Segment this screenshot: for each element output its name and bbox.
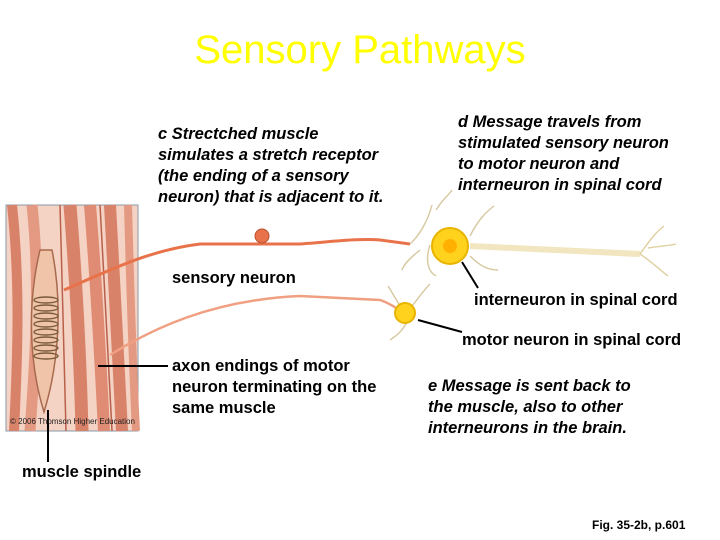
page-title: Sensory Pathways <box>194 28 526 72</box>
caption-c: c Strectched muscle simulates a stretch … <box>158 124 384 208</box>
sensory-neuron-cell-body <box>254 228 270 244</box>
leader-lines <box>47 261 479 462</box>
caption-c-line: c Strectched muscle <box>158 125 319 143</box>
caption-d-line: d Message travels from <box>458 113 642 131</box>
caption-d-line: interneuron in spinal cord <box>458 176 662 194</box>
label-axon-endings-line: axon endings of motor <box>172 357 350 375</box>
label-motor-neuron: motor neuron in spinal cord <box>462 331 682 349</box>
caption-d: d Message travels from stimulated sensor… <box>458 112 669 196</box>
caption-e-line: e Message is sent back to <box>428 377 631 395</box>
figure-reference: Fig. 35-2b, p.601 <box>592 518 686 532</box>
muscle-fibers <box>7 204 140 432</box>
caption-c-line: (the ending of a sensory <box>158 167 349 185</box>
label-muscle-spindle: muscle spindle <box>22 463 142 481</box>
caption-e: e Message is sent back to the muscle, al… <box>428 376 631 439</box>
muscle-spindle-shape <box>30 249 59 415</box>
interneuron-fiber <box>469 243 641 257</box>
motor-neuron-cell-body <box>394 302 416 324</box>
caption-e-line: interneurons in the brain. <box>428 419 627 437</box>
caption-c-line: neuron) that is adjacent to it. <box>158 188 384 206</box>
copyright-credit: © 2006 Thomson Higher Education <box>10 417 135 426</box>
interneuron-nucleus <box>443 239 457 253</box>
label-interneuron: interneuron in spinal cord <box>474 291 678 309</box>
interneuron-terminals <box>639 225 677 277</box>
caption-d-line: to motor neuron and <box>458 155 620 173</box>
sensory-neuron-axon <box>63 237 411 292</box>
caption-c-line: simulates a stretch receptor <box>158 146 379 164</box>
motor-neuron-axon <box>109 294 405 357</box>
caption-d-line: stimulated sensory neuron <box>458 134 669 152</box>
caption-e-line: the muscle, also to other <box>428 398 623 416</box>
label-sensory-neuron: sensory neuron <box>172 269 296 287</box>
label-axon-endings-line: same muscle <box>172 399 276 417</box>
label-axon-endings-line: neuron terminating on the <box>172 378 377 396</box>
label-axon-endings: axon endings of motor neuron terminating… <box>172 356 376 419</box>
